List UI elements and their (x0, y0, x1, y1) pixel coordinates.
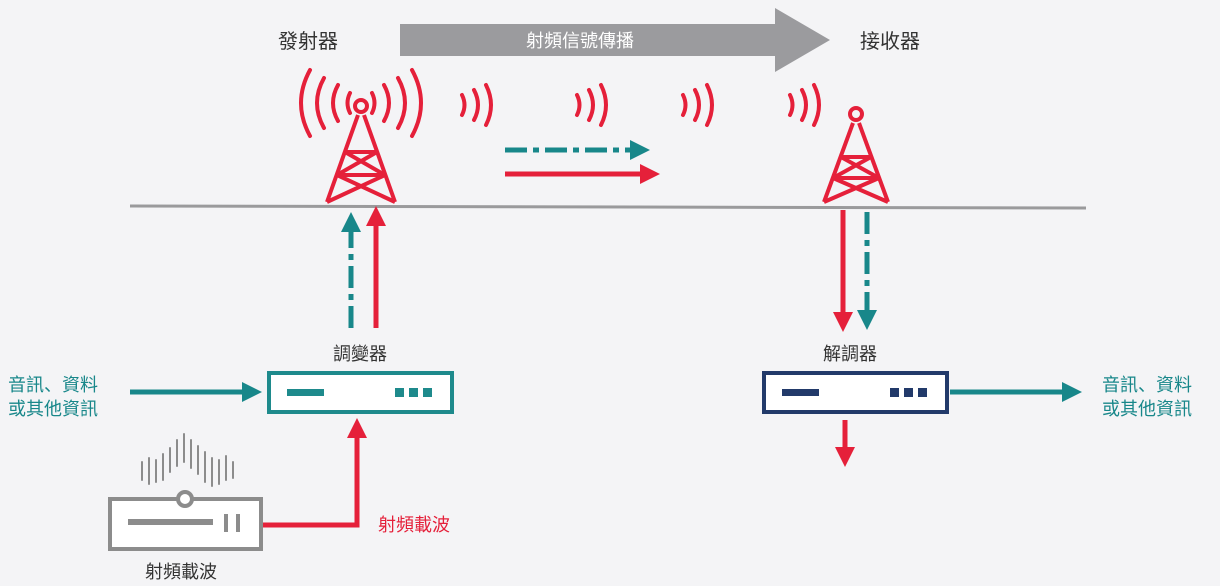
demodulator-box-icon (762, 371, 949, 414)
signal-generator-icon (108, 433, 263, 551)
transmitter-tower-icon (325, 98, 397, 204)
demodulator-label: 解調器 (823, 344, 877, 365)
carrier-source-label: 射頻載波 (145, 562, 217, 583)
transmitter-radio-waves-icon (299, 68, 423, 138)
input-info-label-line2: 或其他資訊 (8, 399, 98, 420)
carrier-wave-arrow (262, 418, 367, 528)
propagation-arrow (400, 8, 830, 72)
output-info-label-line1: 音訊、資料 (1102, 375, 1192, 396)
receiver-tower-icon (822, 106, 890, 204)
modulator-label: 調變器 (333, 344, 387, 365)
transmitter-label: 發射器 (278, 29, 338, 53)
modulator-box-icon (267, 371, 454, 414)
receiver-label: 接收器 (860, 29, 920, 53)
output-info-label-line2: 或其他資訊 (1102, 399, 1192, 420)
ground-line (129, 204, 1087, 210)
propagating-waves-icon (460, 83, 821, 127)
propagation-label: 射頻信號傳播 (526, 31, 634, 52)
carrier-wave-label: 射頻載波 (378, 515, 450, 536)
input-info-label-line1: 音訊、資料 (8, 375, 98, 396)
